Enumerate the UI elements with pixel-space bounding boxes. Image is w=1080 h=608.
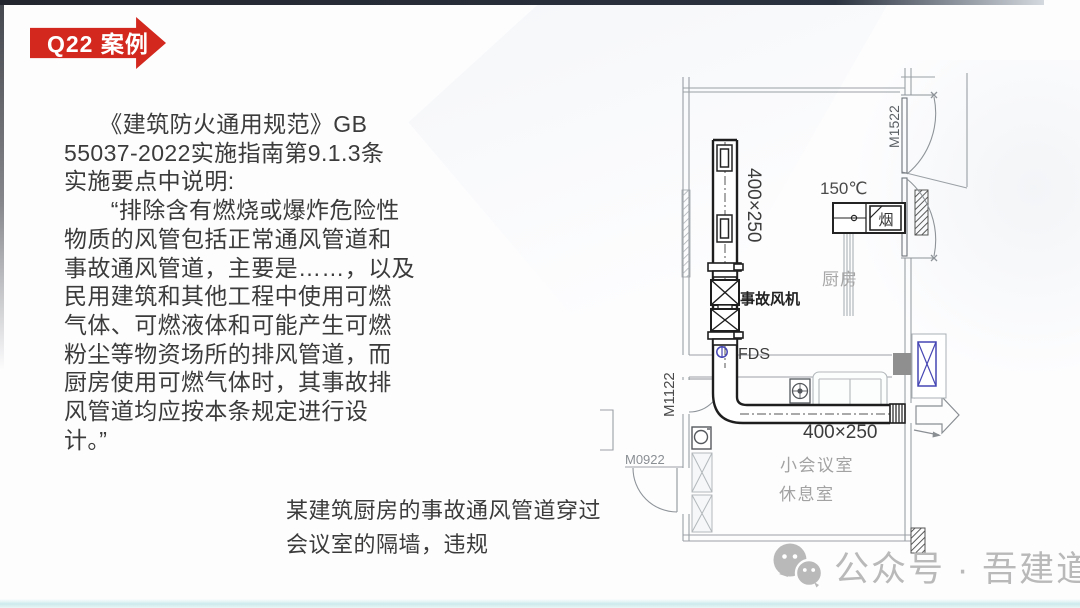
wechat-icon <box>773 543 824 588</box>
duct-outlet <box>889 403 906 424</box>
duct-flange-upper <box>707 262 744 278</box>
door-m0922 <box>632 467 678 513</box>
watermark-text: 公众号 · 吾建道 <box>834 549 1080 589</box>
wall-block <box>893 353 913 375</box>
article-line: 实施要点中说明: <box>64 168 235 195</box>
duct-grille-symbols <box>716 144 733 243</box>
wall-pilaster-hatch-bottom <box>910 527 926 554</box>
hood-temp-label: 150℃ <box>820 179 867 198</box>
wall-hatch-left <box>681 189 691 278</box>
violation-caption: 某建筑厨房的事故通风管道穿过 会议室的隔墙，违规 <box>286 494 601 562</box>
article-line: 粉尘等物资场所的排风管道，而 <box>64 340 392 367</box>
shaft-boxes <box>691 452 713 533</box>
emergency-fan-label: 事故风机 <box>740 290 800 308</box>
regulation-text: 《建筑防火通用规范》GB 55037-2022实施指南第9.1.3条 实施要点中… <box>64 110 415 454</box>
fds-damper <box>716 346 728 358</box>
article-line: 气体、可燃液体和可能产生可燃 <box>64 311 392 338</box>
sofa <box>812 371 888 411</box>
horizontal-duct-size-label: 400×250 <box>803 422 878 443</box>
range-hood: 烟 <box>832 202 906 234</box>
room-meeting-label: 小会议室 <box>780 456 854 475</box>
duct-flange-lower <box>707 331 744 346</box>
door-m0922-label: M0922 <box>625 452 665 467</box>
top-edge-bar <box>0 0 1044 5</box>
walls <box>600 68 968 542</box>
article-line: 风管道均应按本条规定进行设 <box>64 398 369 425</box>
article-line: 民用建筑和其他工程中使用可燃 <box>64 283 392 310</box>
fds-label: FDS <box>738 346 770 363</box>
article-line: 55037-2022实施指南第9.1.3条 <box>64 139 385 166</box>
caption-line: 某建筑厨房的事故通风管道穿过 <box>286 498 602 523</box>
door-m1522-label: M1522 <box>886 105 902 148</box>
article-line: 物质的风管包括正常通风管道和 <box>64 225 392 252</box>
emergency-fan-symbols <box>710 279 740 332</box>
vertical-duct-size-label: 400×250 <box>743 168 764 243</box>
left-edge-bar <box>0 0 4 370</box>
watermark: 公众号 · 吾建道 <box>770 539 1080 593</box>
door-m1122-label: M1122 <box>661 372 678 417</box>
hood-smoke-label: 烟 <box>878 212 893 229</box>
article-line: 厨房使用可燃气体时，其事故排 <box>64 369 392 396</box>
article-line: 计。” <box>64 426 108 453</box>
emergency-exhaust-duct <box>711 138 890 425</box>
case-banner-label: Q22 案例 <box>47 31 149 57</box>
wall-pilaster-hatch-right <box>914 189 929 236</box>
footer-strip <box>0 599 1080 608</box>
floor-plan-diagram: 烟 <box>600 68 968 554</box>
article-line: 事故通风管道，主要是……，以及 <box>64 254 415 281</box>
room-rest-label: 休息室 <box>779 485 835 504</box>
airflow-arrows <box>913 392 960 438</box>
equipment-box <box>691 426 712 450</box>
room-kitchen-label: 厨房 <box>822 270 858 289</box>
door-m1522 <box>901 91 938 262</box>
louver-box <box>911 333 947 399</box>
article-line: “排除含有燃烧或爆炸危险性 <box>64 197 400 224</box>
case-banner: Q22 案例 <box>30 17 166 69</box>
exhaust-point-symbol <box>789 378 811 404</box>
article-line: 《建筑防火通用规范》GB <box>64 111 368 137</box>
caption-line: 会议室的隔墙，违规 <box>286 532 489 557</box>
